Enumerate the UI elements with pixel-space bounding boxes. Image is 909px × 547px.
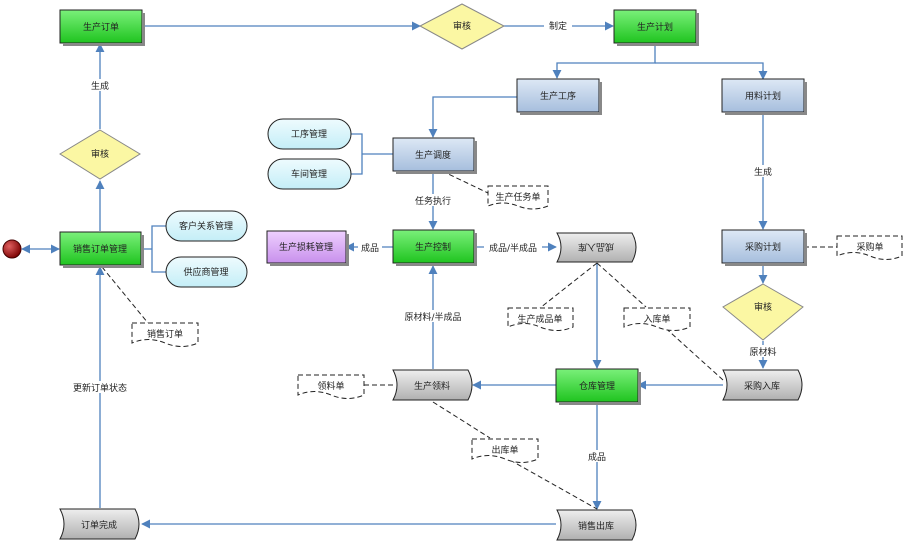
label-finished: 成品 xyxy=(588,451,606,463)
svg-text:出库单: 出库单 xyxy=(491,444,518,456)
node-material-plan[interactable]: 用料计划 xyxy=(721,78,807,115)
label-generate-right: 生成 xyxy=(754,166,772,178)
svg-text:生产成品单: 生产成品单 xyxy=(517,313,562,325)
node-purchase-plan[interactable]: 采购计划 xyxy=(721,229,807,266)
label-raw-semi: 原材料/半成品 xyxy=(404,311,461,323)
node-sales-outbound[interactable]: 销售出库 xyxy=(556,509,637,541)
node-purchase-inbound[interactable]: 采购入库 xyxy=(722,369,803,401)
node-production-control[interactable]: 生产控制 xyxy=(392,229,477,266)
svg-text:销售订单管理: 销售订单管理 xyxy=(73,243,127,255)
edge-process-to-dispatch xyxy=(428,96,517,138)
svg-text:客户关系管理: 客户关系管理 xyxy=(179,220,233,232)
node-process[interactable]: 生产工序 xyxy=(516,78,602,115)
doc-production-task[interactable]: 生产任务单 xyxy=(487,185,549,210)
label-generate-top: 生成 xyxy=(91,80,109,92)
node-production-dispatch[interactable]: 生产调度 xyxy=(392,137,477,174)
edge-labels: 制定 生成 生成 任务执行 成品 成品/半成品 原材料/半成品 原材料 成品 更… xyxy=(68,20,781,463)
svg-text:供应商管理: 供应商管理 xyxy=(183,266,228,278)
node-review-top[interactable]: 审核 xyxy=(418,3,506,50)
svg-text:审核: 审核 xyxy=(91,148,109,160)
node-production-order[interactable]: 生产订单 xyxy=(59,9,145,46)
node-workshop-mgmt[interactable]: 车间管理 xyxy=(267,158,352,190)
svg-text:生产损耗管理: 生产损耗管理 xyxy=(279,241,333,253)
label-task-exec: 任务执行 xyxy=(415,195,451,207)
svg-text:成品入库: 成品入库 xyxy=(578,241,614,253)
doc-finished-product[interactable]: 生产成品单 xyxy=(507,307,574,331)
svg-text:审核: 审核 xyxy=(453,20,471,32)
label-product: 成品 xyxy=(361,242,379,254)
dashed-connectors xyxy=(101,170,837,510)
node-sales-order-mgmt[interactable]: 销售订单管理 xyxy=(59,231,144,268)
svg-text:订单完成: 订单完成 xyxy=(81,519,117,531)
svg-text:采购入库: 采购入库 xyxy=(744,380,780,392)
doc-outbound[interactable]: 出库单 xyxy=(471,438,539,463)
svg-text:工序管理: 工序管理 xyxy=(291,128,327,140)
node-loss-mgmt[interactable]: 生产损耗管理 xyxy=(266,230,349,266)
svg-text:生产订单: 生产订单 xyxy=(83,21,119,33)
doc-sales-order[interactable]: 销售订单 xyxy=(131,322,199,347)
node-process-mgmt[interactable]: 工序管理 xyxy=(267,118,352,150)
node-production-picking[interactable]: 生产领料 xyxy=(392,369,473,401)
label-update-status: 更新订单状态 xyxy=(73,382,127,394)
edge-plan-split xyxy=(552,43,656,79)
svg-text:生产调度: 生产调度 xyxy=(415,149,451,161)
start-node xyxy=(2,239,22,259)
node-warehouse-mgmt[interactable]: 仓库管理 xyxy=(555,368,641,405)
node-review-left[interactable]: 审核 xyxy=(59,129,141,180)
node-order-complete[interactable]: 订单完成 xyxy=(59,508,140,540)
svg-text:采购计划: 采购计划 xyxy=(745,241,781,253)
svg-text:销售订单: 销售订单 xyxy=(147,328,183,340)
edge-bracket-customer xyxy=(151,225,166,273)
edge-plan-to-material xyxy=(655,62,764,78)
label-product-semi: 成品/半成品 xyxy=(489,242,537,254)
doc-purchase[interactable]: 采购单 xyxy=(836,235,903,260)
node-production-plan[interactable]: 生产计划 xyxy=(613,9,699,46)
edges xyxy=(21,21,768,529)
svg-text:生产计划: 生产计划 xyxy=(637,21,673,33)
label-make: 制定 xyxy=(549,20,567,32)
svg-text:采购单: 采购单 xyxy=(856,241,883,253)
svg-text:生产工序: 生产工序 xyxy=(540,90,576,102)
node-customer-mgmt[interactable]: 客户关系管理 xyxy=(165,210,248,242)
svg-text:生产任务单: 生产任务单 xyxy=(495,191,540,203)
svg-text:生产控制: 生产控制 xyxy=(415,241,451,253)
svg-text:仓库管理: 仓库管理 xyxy=(579,380,615,392)
svg-text:用料计划: 用料计划 xyxy=(745,90,781,102)
label-raw-material: 原材料 xyxy=(749,346,776,358)
svg-text:审核: 审核 xyxy=(754,301,772,313)
doc-picking[interactable]: 领料单 xyxy=(297,374,365,399)
svg-text:车间管理: 车间管理 xyxy=(291,168,327,180)
svg-text:领料单: 领料单 xyxy=(317,380,344,392)
node-supplier-mgmt[interactable]: 供应商管理 xyxy=(165,256,248,288)
svg-text:销售出库: 销售出库 xyxy=(578,520,614,532)
svg-text:入库单: 入库单 xyxy=(643,313,670,325)
svg-text:生产领料: 生产领料 xyxy=(414,380,450,392)
doc-inbound[interactable]: 入库单 xyxy=(623,307,691,331)
edge-bracket-process xyxy=(351,133,363,175)
node-review-right[interactable]: 审核 xyxy=(722,283,804,341)
node-finished-goods[interactable]: 成品入库 xyxy=(556,232,637,263)
